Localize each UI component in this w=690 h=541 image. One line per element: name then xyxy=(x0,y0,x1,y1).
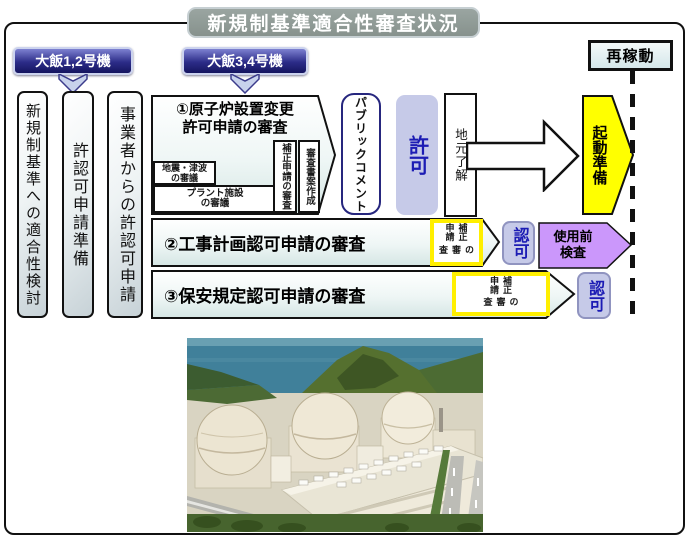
plant-line1: プラント施設 xyxy=(186,187,244,199)
callout-ohi-units-3-4: 大飯3,4号機 xyxy=(182,47,308,75)
preuse-line1: 使用前 xyxy=(553,229,593,244)
row3-approval-box: 認可 xyxy=(577,272,611,319)
ohi-plant-photo xyxy=(187,338,483,532)
row2-bar-shape xyxy=(151,218,501,267)
seismic-line2: の審議 xyxy=(170,173,198,183)
page-title: 新規制基準適合性審査状況 xyxy=(187,7,480,38)
callout-ohi-units-1-2: 大飯1,2号機 xyxy=(13,47,133,75)
row2-title: ②工事計画認可申請の審査 xyxy=(164,235,366,254)
row1-correction-review-box: 補正申請の審査 xyxy=(273,140,297,213)
row1-title-line1: ①原子炉設置変更 xyxy=(176,101,294,118)
startup-prep-label: 起動準備 xyxy=(590,125,608,185)
right-arrow-icon xyxy=(466,119,580,192)
public-comment-line1: パブリック xyxy=(353,95,368,161)
row1-review-arrow: ①原子炉設置変更 許可申請の審査 地震・津波 の審議 プラント施設 の審議 補正… xyxy=(151,95,337,215)
row2-approval-box: 認可 xyxy=(502,221,535,265)
row3-correction-line1: 補正申請 xyxy=(489,276,512,294)
callout-ohi-units-1-2-label: 大飯1,2号機 xyxy=(35,53,111,69)
row1-title-line2: 許可申請の審査 xyxy=(182,119,288,136)
callout-ohi-units-3-4-label: 大飯3,4号機 xyxy=(207,53,283,69)
row1-title: ①原子炉設置変更 許可申請の審査 xyxy=(151,101,319,137)
preuse-inspection-shape xyxy=(538,222,633,269)
restart-dashed-line xyxy=(630,71,635,318)
row1-draft-writing-box: 審査書案作成 xyxy=(298,140,320,213)
public-comment-box: パブリック コメント xyxy=(341,93,381,215)
row3-correction-review-box: 補正申請 の審査 xyxy=(452,272,550,316)
callout-tail-down-icon xyxy=(230,74,260,94)
row3-correction-line2: の審査 xyxy=(482,296,519,306)
callout-tail-down-icon xyxy=(58,74,88,94)
stage-operator-application: 事業者からの許認可申請 xyxy=(107,91,143,318)
row2-correction-review-box: 補正申請 の審査 xyxy=(430,219,483,266)
seismic-line1: 地震・津波 xyxy=(161,162,207,173)
restart-box: 再稼動 xyxy=(588,40,673,71)
row2-correction-line2: の審査 xyxy=(438,245,474,255)
preuse-line2: 検査 xyxy=(559,245,586,260)
stage-application-preparation: 許認可申請準備 xyxy=(62,91,94,318)
preuse-inspection-label: 使用前 検査 xyxy=(538,222,608,268)
row2-correction-line1: 補正申請 xyxy=(444,223,468,241)
row2-review-bar: ②工事計画認可申請の審査 xyxy=(151,218,503,267)
public-comment-line2: コメント xyxy=(353,160,368,213)
plant-line2: の審議 xyxy=(200,198,230,209)
row3-title: ③保安規定認可申請の審査 xyxy=(164,287,366,306)
permit-box: 許可 xyxy=(396,95,438,215)
row1-seismic-tsunami-review-box: 地震・津波 の審議 xyxy=(153,161,216,185)
startup-prep-shape xyxy=(582,95,635,215)
stage-compatibility-review: 新規制基準への適合性検討 xyxy=(17,91,48,318)
row1-plant-facility-review-box: プラント施設 の審議 xyxy=(153,185,277,213)
